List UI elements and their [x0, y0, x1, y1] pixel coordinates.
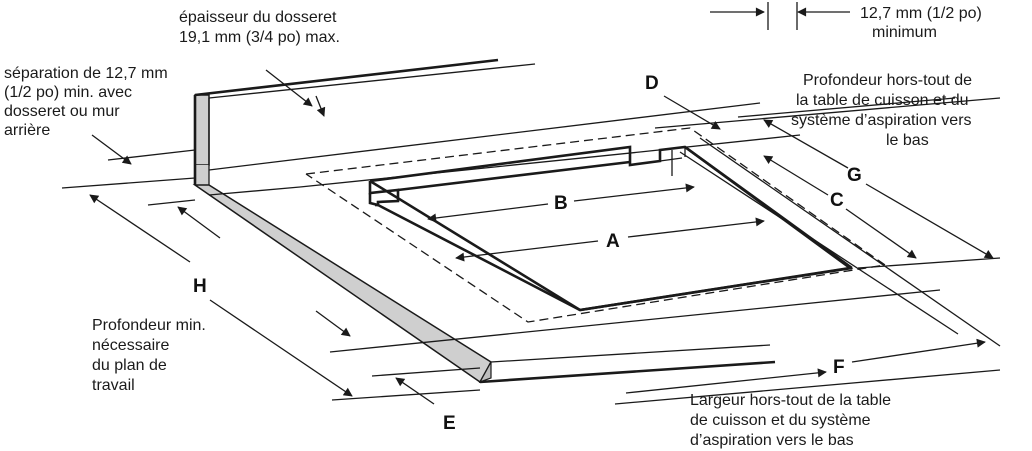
label-overall-depth-line2: la table de cuisson et du [796, 92, 969, 109]
label-min-depth-line4: travail [92, 377, 135, 394]
label-separation-line1: séparation de 12,7 mm [4, 65, 168, 82]
label-backsplash-thickness-line1: épaisseur du dosseret [179, 9, 337, 26]
letter-c: C [830, 190, 844, 211]
dimension-arrows [89, 2, 994, 405]
label-overall-depth-line1: Profondeur hors-tout de [803, 72, 972, 89]
label-overall-depth-line3: système d’aspiration vers [791, 112, 972, 129]
label-separation-line2: (1/2 po) min. avec [4, 84, 132, 101]
label-overall-width-line1: Largeur hors-tout de la table [690, 392, 891, 409]
letter-f: F [833, 357, 845, 378]
letter-d: D [645, 73, 659, 94]
cooktop-dashed-outline [305, 127, 887, 323]
letter-b: B [554, 193, 568, 214]
annotation-labels: épaisseur du dosseret 19,1 mm (3/4 po) m… [4, 5, 982, 449]
label-min-depth-line1: Profondeur min. [92, 317, 206, 334]
label-overall-width-line3: d’aspiration vers le bas [690, 432, 854, 449]
letter-h: H [193, 276, 207, 297]
backsplash [193, 58, 536, 185]
label-separation-line3: dosseret ou mur [4, 103, 120, 120]
letter-e: E [443, 413, 456, 434]
dimension-letters: A B C D E F G H [193, 73, 862, 434]
label-overall-depth-line4: le bas [886, 132, 929, 149]
countertop-front-edge [192, 184, 776, 384]
letter-a: A [606, 231, 620, 252]
letter-g: G [847, 165, 862, 186]
label-separation-line4: arrière [4, 122, 50, 139]
label-min-depth-line2: nécessaire [92, 337, 169, 354]
reference-lines [61, 97, 1001, 405]
label-min-depth-line3: du plan de [92, 357, 167, 374]
label-backsplash-thickness-line2: 19,1 mm (3/4 po) max. [179, 29, 340, 46]
label-minimum-gap-line2: minimum [872, 24, 937, 41]
label-overall-width-line2: de cuisson et du système [690, 412, 871, 429]
label-minimum-gap-line1: 12,7 mm (1/2 po) [860, 5, 982, 22]
cutout-outline [368, 145, 854, 312]
